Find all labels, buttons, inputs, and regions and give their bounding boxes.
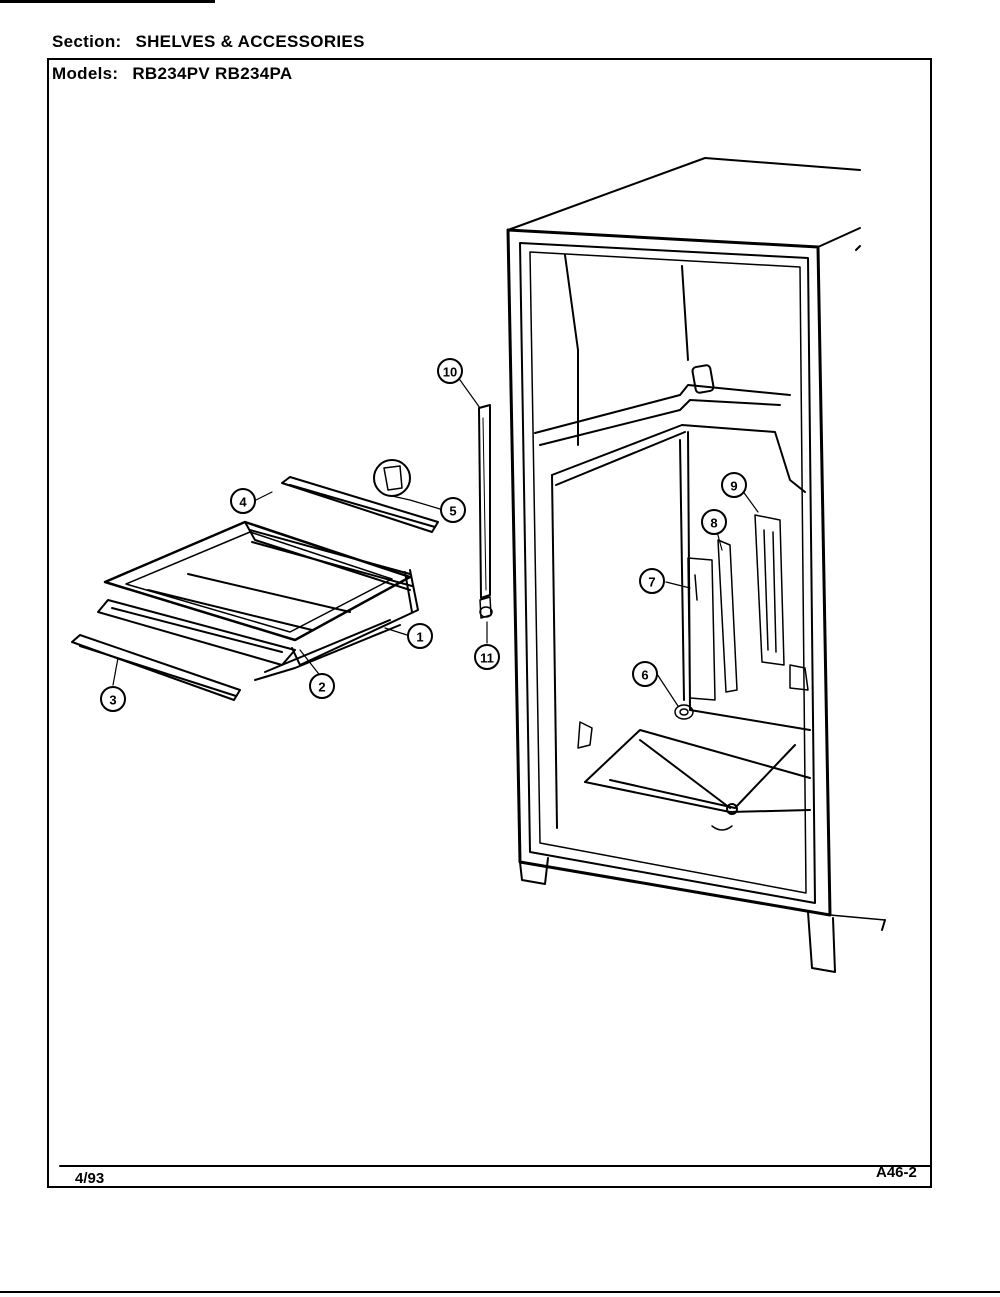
section-title: SHELVES & ACCESSORIES (135, 32, 365, 51)
callout-10: 10 (437, 358, 463, 384)
models-list: RB234PV RB234PA (132, 64, 293, 83)
callout-6: 6 (632, 661, 658, 687)
section-label: Section: (52, 32, 122, 51)
callout-10-label: 10 (443, 365, 457, 380)
callout-11: 11 (474, 644, 500, 670)
callout-11-label: 11 (480, 651, 494, 666)
callout-8: 8 (701, 509, 727, 535)
callout-1-label: 1 (416, 630, 423, 645)
liner-brackets (674, 514, 809, 720)
callout-1: 1 (407, 623, 433, 649)
callout-6-label: 6 (641, 668, 648, 683)
callout-7-label: 7 (648, 575, 655, 590)
callout-3: 3 (100, 686, 126, 712)
section-header: Section: SHELVES & ACCESSORIES (52, 32, 365, 52)
callout-9-label: 9 (730, 479, 737, 494)
callout-7: 7 (639, 568, 665, 594)
models-label: Models: (52, 64, 119, 83)
callout-5: 5 (440, 497, 466, 523)
models-header: Models: RB234PV RB234PA (52, 64, 292, 84)
refrigerator-cabinet (506, 157, 886, 973)
footer-page-code: A46-2 (876, 1164, 917, 1181)
callout-2: 2 (309, 673, 335, 699)
diagram-frame (47, 58, 932, 1188)
top-rule (0, 0, 215, 3)
callout-2-label: 2 (318, 680, 325, 695)
callout-8-label: 8 (710, 516, 717, 531)
footer-date: 4/93 (75, 1170, 105, 1187)
leader-lines (112, 379, 759, 707)
callout-4: 4 (230, 488, 256, 514)
callout-4-label: 4 (239, 495, 247, 510)
bottom-rule (0, 1291, 1000, 1293)
shield-strip (478, 404, 493, 619)
callout-5-label: 5 (449, 504, 456, 519)
callout-9: 9 (721, 472, 747, 498)
callout-3-label: 3 (109, 693, 116, 708)
shelf-assembly (71, 459, 439, 701)
